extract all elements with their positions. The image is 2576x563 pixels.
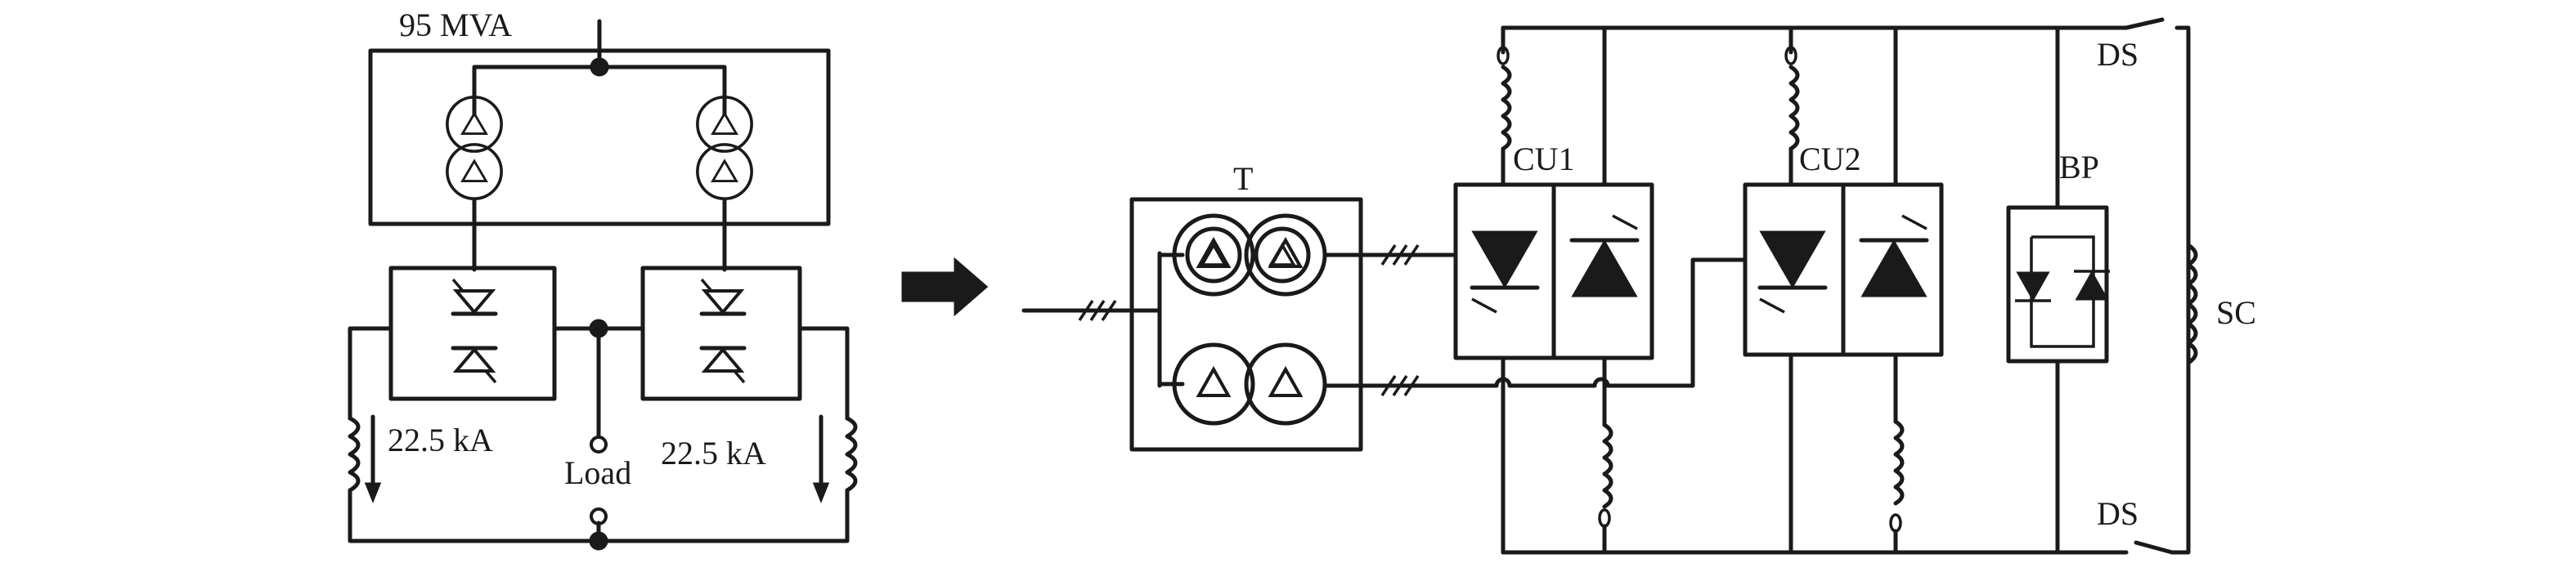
- transformer-icon: [446, 96, 503, 200]
- sc-label: SC: [2216, 294, 2256, 331]
- inductor-icon: [348, 416, 361, 493]
- left-circuit: [348, 19, 858, 551]
- current-label-right: 22.5 kA: [661, 435, 766, 471]
- load-terminal-top: [590, 436, 608, 454]
- ds-bottom-label: DS: [2097, 495, 2138, 532]
- thyristor-icon: [702, 279, 744, 382]
- transformer-icon: [696, 96, 753, 200]
- load-label: Load: [564, 454, 631, 491]
- inductor-icon: [1788, 65, 1800, 151]
- bp-label: BP: [2059, 149, 2099, 185]
- transformer-icon: [1172, 342, 1327, 426]
- inductor-icon: [2186, 243, 2198, 365]
- ds-top-label: DS: [2097, 36, 2138, 73]
- transformer-label: T: [1233, 160, 1253, 197]
- transformer-icon: [1172, 213, 1327, 297]
- inductor-icon: [845, 416, 858, 493]
- inductor-icon: [1893, 419, 1905, 506]
- current-label-left: 22.5 kA: [388, 422, 493, 458]
- cu2-label: CU2: [1799, 141, 1861, 177]
- right-arrow-icon: [901, 257, 989, 317]
- ds-switch-bottom: [2134, 540, 2174, 555]
- right-circuit: [1021, 17, 2198, 555]
- power-label: 95 MVA: [399, 7, 512, 43]
- transformer-enclosure: [368, 48, 831, 226]
- ds-switch-top: [2124, 17, 2165, 30]
- inductor-icon: [1602, 422, 1613, 509]
- inductor-icon: [1501, 65, 1512, 151]
- thyristor-icon: [453, 279, 496, 382]
- converter-box-right: [640, 266, 802, 401]
- transformer-box: [1129, 197, 1363, 452]
- thyristor-icon: [2015, 270, 2110, 302]
- converter-box-left: [388, 266, 557, 401]
- cu1-label: CU1: [1513, 141, 1575, 177]
